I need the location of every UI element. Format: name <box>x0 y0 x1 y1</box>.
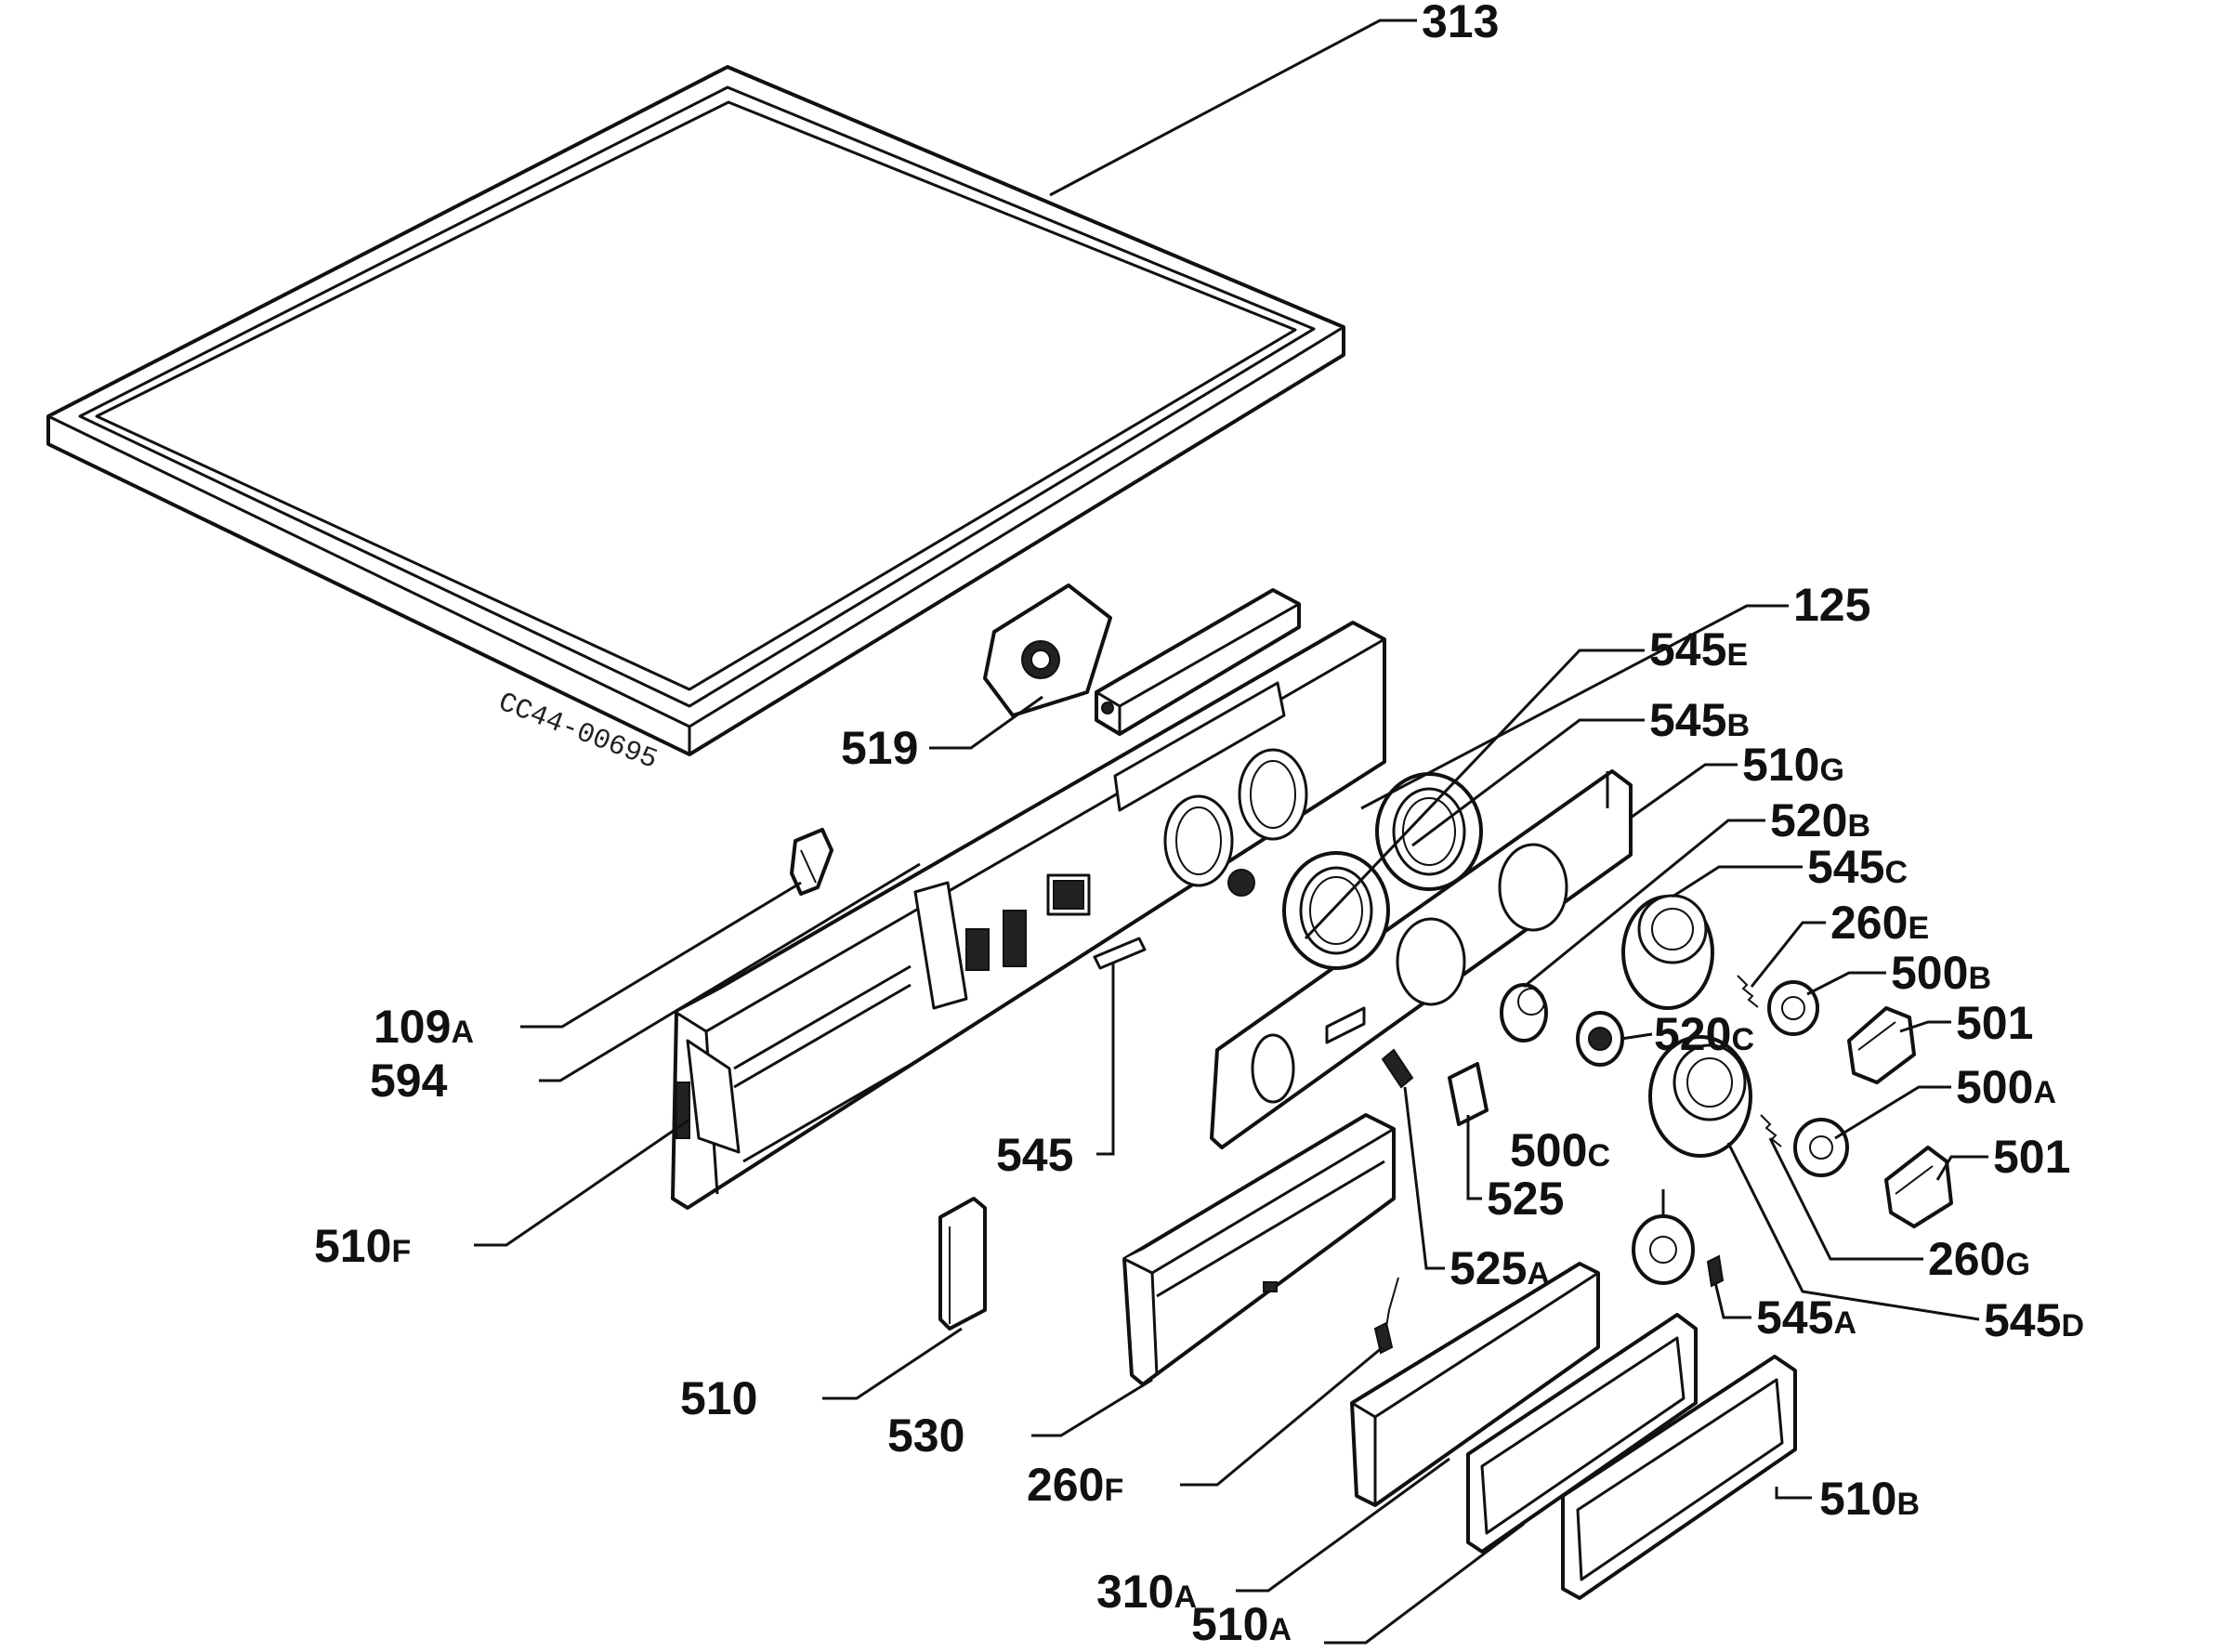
part-501-top-knob <box>1847 1006 1916 1084</box>
label-260f: 260F <box>1027 1459 1123 1511</box>
label-510f: 510F <box>314 1220 411 1272</box>
part-313-filter-frame <box>46 65 1345 756</box>
label-125: 125 <box>1793 579 1870 631</box>
label-109a: 109A <box>374 1001 474 1053</box>
label-501-top: 501 <box>1956 997 2033 1049</box>
label-313: 313 <box>1422 0 1499 47</box>
label-260g: 260G <box>1928 1233 2030 1285</box>
part-510a-window <box>1466 1313 1698 1554</box>
part-519-bracket <box>983 583 1112 717</box>
part-530-drawer-front <box>1122 1113 1396 1386</box>
label-520c: 520C <box>1654 1008 1754 1060</box>
part-500a-insert <box>1793 1118 1849 1177</box>
label-310a: 310A <box>1096 1566 1197 1618</box>
label-545d: 545D <box>1984 1294 2084 1346</box>
label-525a: 525A <box>1450 1242 1550 1294</box>
part-top-bar-cover <box>1095 588 1301 736</box>
part-545e-ring <box>1227 851 1390 970</box>
part-260g-spring <box>1760 1114 1782 1147</box>
part-500b-insert <box>1767 980 1819 1036</box>
label-510a: 510A <box>1191 1598 1292 1650</box>
part-545a-clip <box>1706 1254 1725 1288</box>
part-500c-insert <box>1632 1214 1695 1285</box>
label-510g: 510G <box>1742 739 1844 791</box>
label-510b: 510B <box>1819 1473 1920 1525</box>
label-519: 519 <box>841 722 918 774</box>
part-545d-knob-body <box>1648 1035 1752 1158</box>
part-125-trim-plate <box>1210 769 1633 1149</box>
part-510-side-cap <box>938 1197 987 1331</box>
part-260e-spring <box>1737 975 1759 1008</box>
label-545e: 545E <box>1649 623 1748 675</box>
label-545c: 545C <box>1807 841 1908 893</box>
label-525: 525 <box>1487 1173 1564 1225</box>
part-525-block <box>1448 1062 1489 1126</box>
part-310a-panel <box>1350 1262 1600 1507</box>
label-594: 594 <box>370 1055 448 1107</box>
label-500c: 500C <box>1510 1124 1610 1176</box>
label-260e: 260E <box>1830 897 1929 949</box>
label-510: 510 <box>680 1372 757 1424</box>
label-545: 545 <box>996 1129 1073 1181</box>
part-260f-pin <box>1373 1277 1399 1355</box>
part-510b-window <box>1561 1355 1797 1600</box>
label-545b: 545B <box>1649 694 1750 746</box>
part-520c-knob <box>1576 1011 1624 1067</box>
label-520b: 520B <box>1770 794 1870 846</box>
callout-labels: 313 125 545E 545B 510G 520B 545C 260E 50… <box>314 0 2084 1650</box>
part-510f-control-bar <box>671 621 1386 1210</box>
label-500b: 500B <box>1891 947 1991 999</box>
label-530: 530 <box>887 1409 964 1462</box>
label-545a: 545A <box>1756 1291 1856 1344</box>
leader-lines <box>474 19 1988 1645</box>
label-500a: 500A <box>1956 1061 2056 1113</box>
part-545c-knob-body <box>1621 894 1714 1010</box>
part-525a-pin <box>1381 1048 1414 1089</box>
label-501-bottom: 501 <box>1993 1131 2070 1183</box>
part-109a-clip <box>790 828 833 896</box>
part-501-bottom-knob <box>1884 1146 1953 1228</box>
part-545-strip <box>1093 937 1147 970</box>
part-520b-knob <box>1500 983 1548 1042</box>
